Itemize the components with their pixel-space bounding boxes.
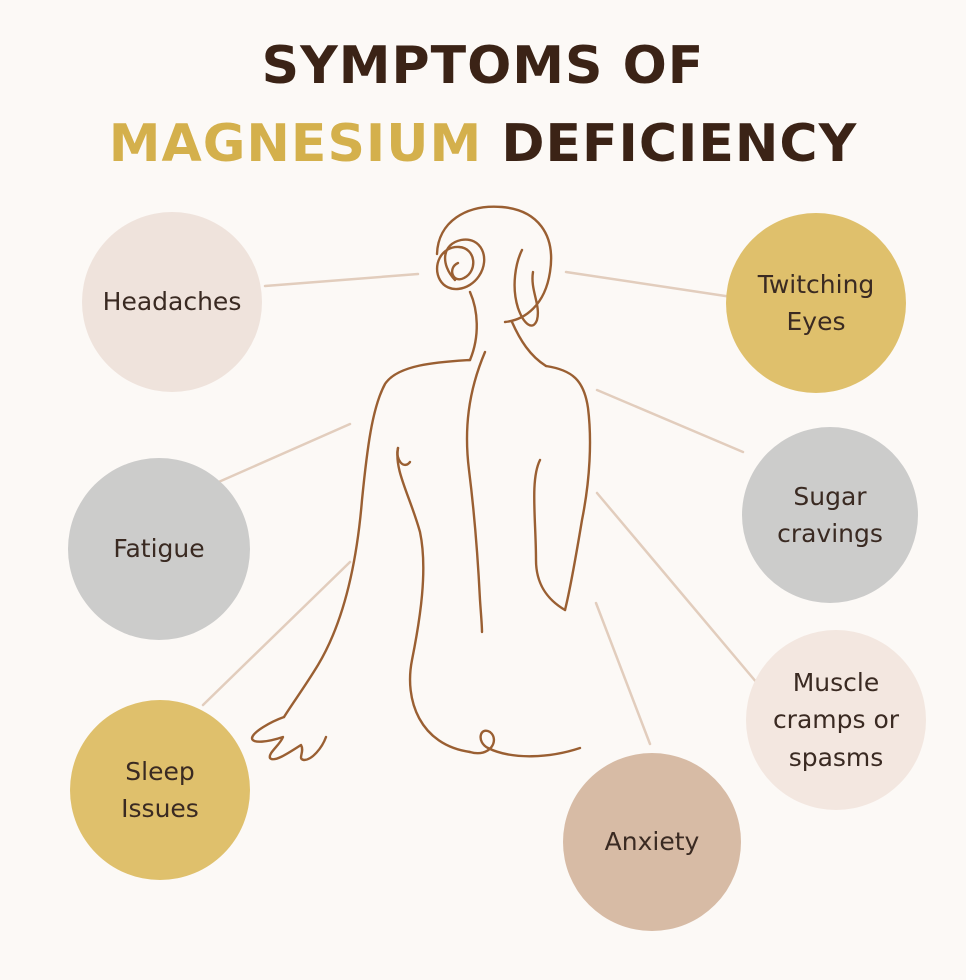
connector-headaches xyxy=(263,272,420,288)
symptom-muscle-cramps-label: Muscle cramps or spasms xyxy=(772,667,900,772)
symptom-muscle-cramps: Muscle cramps or spasms xyxy=(746,630,926,810)
title-rest-word: DEFICIENCY xyxy=(501,114,858,174)
symptom-sleep-issues: Sleep Issues xyxy=(70,700,250,880)
symptom-headaches-label: Headaches xyxy=(102,287,242,317)
connector-twitching xyxy=(564,270,734,299)
symptom-sugar-cravings-label: Sugar cravings xyxy=(777,481,883,549)
symptom-headaches: Headaches xyxy=(82,212,262,392)
woman-line-art xyxy=(250,205,592,762)
title-line-1: SYMPTOMS OF xyxy=(261,36,705,96)
connector-fatigue xyxy=(203,422,352,490)
symptom-twitching-eyes: Twitching Eyes xyxy=(726,213,906,393)
symptom-anxiety-label: Anxiety xyxy=(604,827,700,857)
title-highlight-word: MAGNESIUM xyxy=(108,114,483,174)
symptom-fatigue: Fatigue xyxy=(68,458,250,640)
symptom-twitching-eyes-label: Twitching Eyes xyxy=(757,269,875,337)
symptom-sleep-issues-label: Sleep Issues xyxy=(121,756,199,824)
symptom-anxiety: Anxiety xyxy=(563,753,741,931)
symptom-sugar-cravings: Sugar cravings xyxy=(742,427,918,603)
connector-lines xyxy=(201,270,759,746)
title-line-2: MAGNESIUM DEFICIENCY xyxy=(0,118,966,170)
connector-sleep xyxy=(201,560,352,707)
symptom-fatigue-label: Fatigue xyxy=(113,534,205,564)
connector-muscle xyxy=(595,491,759,685)
connector-sugar xyxy=(595,388,745,454)
connector-anxiety xyxy=(594,601,652,746)
